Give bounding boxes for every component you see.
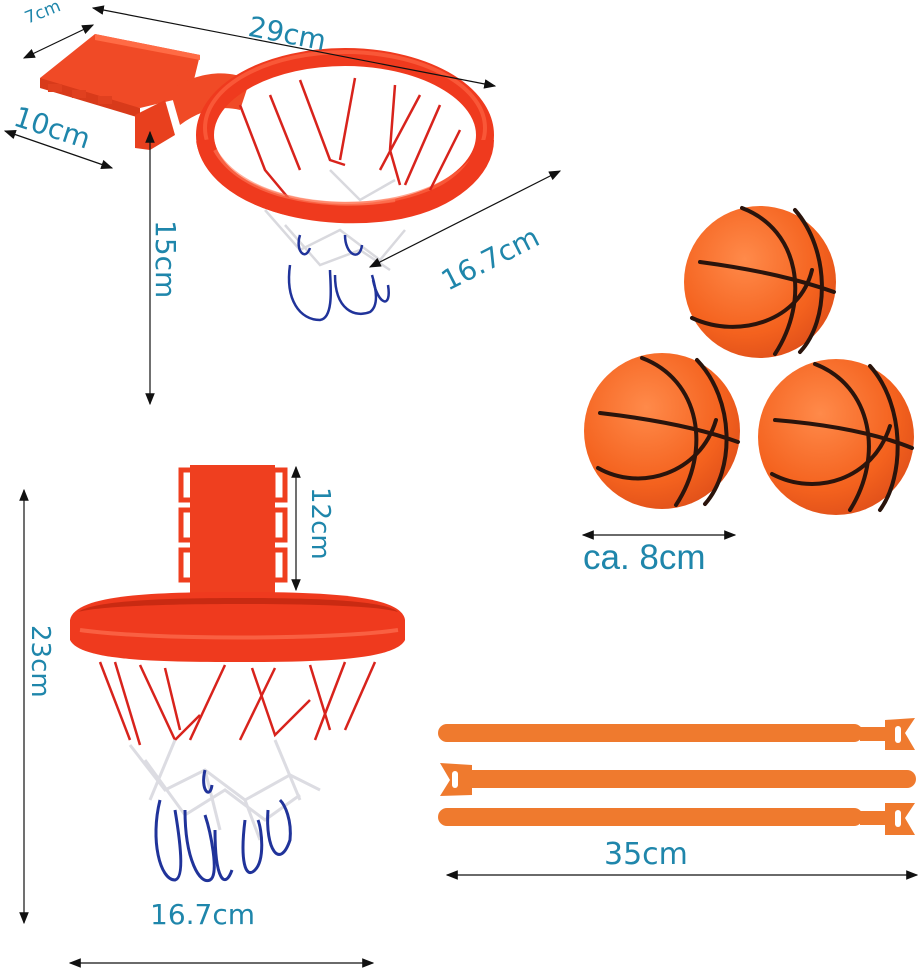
basketball-right — [758, 359, 914, 515]
strap-3 — [438, 803, 915, 835]
dimension-label-front-rim-diameter: 16.7cm — [150, 898, 256, 931]
strap-1 — [438, 718, 915, 750]
dimension-label-strap-length: 35cm — [604, 837, 688, 872]
basketball-top — [684, 206, 836, 358]
dimension-label-ball-diameter: ca. 8cm — [583, 538, 706, 577]
basketball-left — [584, 353, 740, 509]
strap-2 — [440, 763, 916, 796]
